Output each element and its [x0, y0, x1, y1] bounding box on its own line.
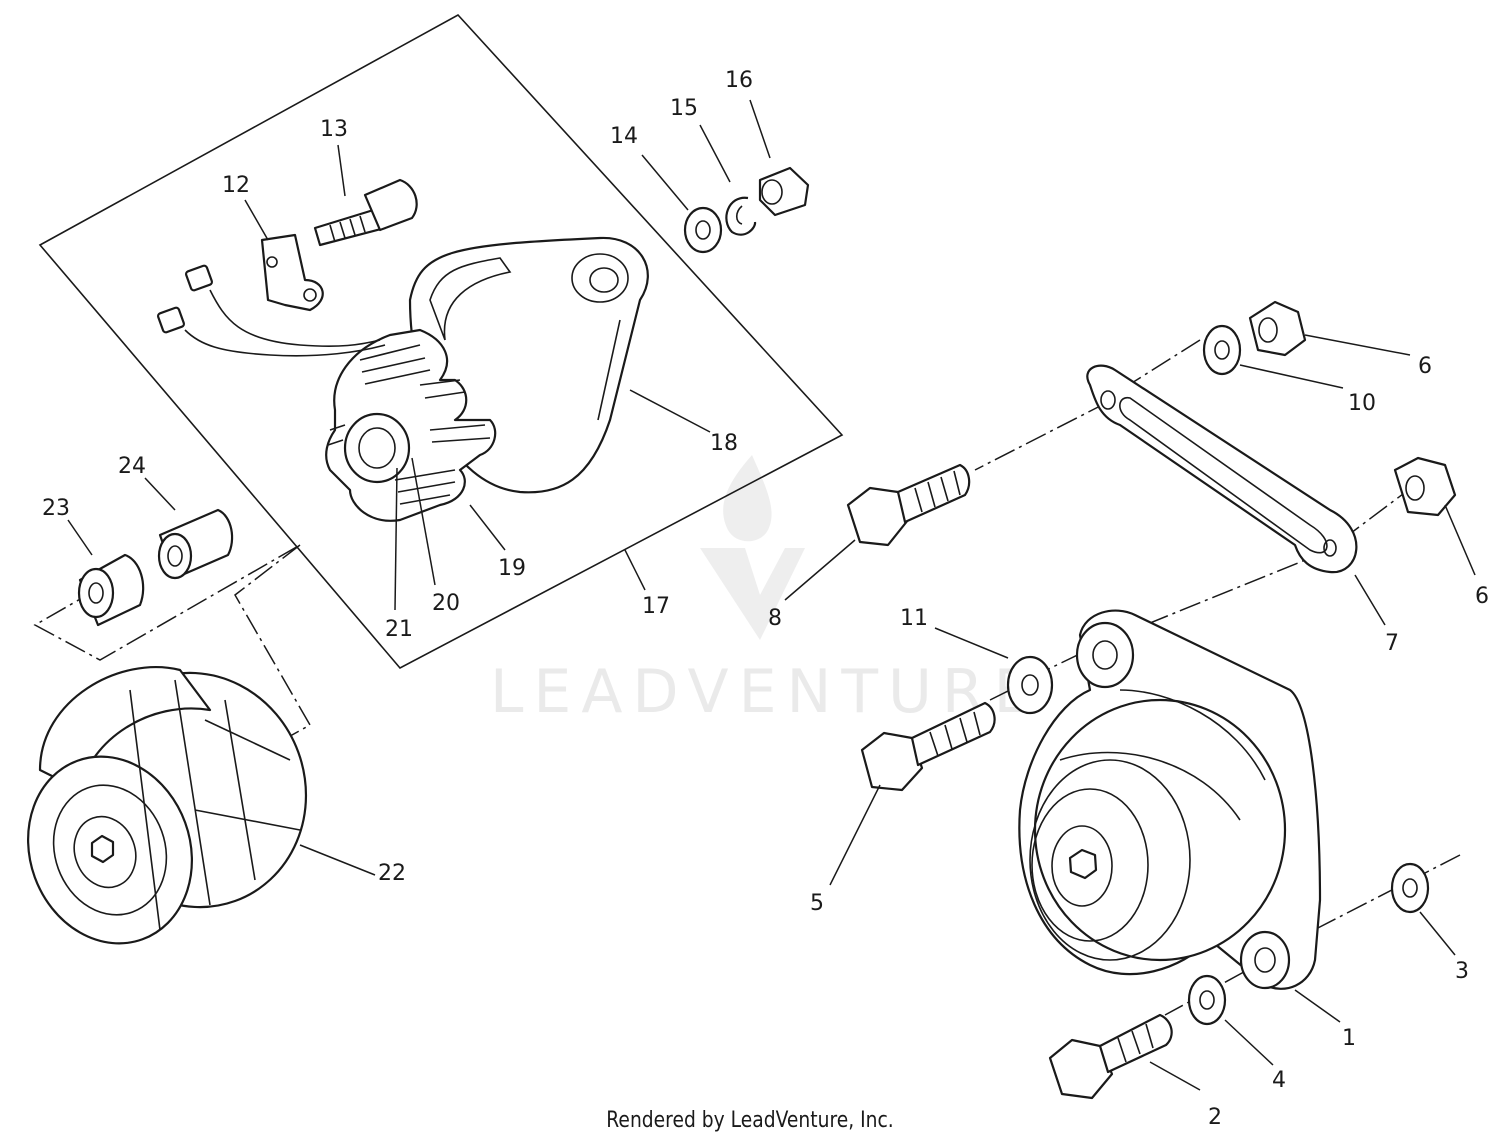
- callout-6-right: 6: [1475, 584, 1489, 609]
- callout-16: 16: [725, 68, 753, 93]
- callout-11: 11: [900, 606, 928, 631]
- alternator-1: [1018, 609, 1322, 990]
- leader-lines: [67, 99, 1476, 1091]
- bolt-5: [860, 701, 996, 792]
- callout-20: 20: [432, 591, 460, 616]
- callout-14: 14: [610, 124, 638, 149]
- sleeve-24: [157, 508, 234, 580]
- callouts: 1 2 3 4 5 6 6 7 8 10 11 12 13 14 15 16 1…: [42, 68, 1489, 1130]
- assembly-17-box: [38, 13, 844, 670]
- nut-6-right: [1393, 456, 1457, 517]
- callout-24: 24: [118, 454, 146, 479]
- callout-19: 19: [498, 556, 526, 581]
- callout-13: 13: [320, 117, 348, 142]
- callout-21: 21: [385, 617, 413, 642]
- callout-5: 5: [810, 891, 824, 916]
- rotor-22: [27, 666, 308, 945]
- stator-wires: [156, 264, 386, 357]
- callout-18: 18: [710, 431, 738, 456]
- stator-19: [325, 328, 497, 522]
- lock-washer-15: [725, 196, 757, 236]
- washer-3: [1390, 862, 1430, 914]
- washer-11: [1006, 655, 1054, 715]
- callout-4: 4: [1272, 1068, 1286, 1093]
- callout-15: 15: [670, 96, 698, 121]
- washer-14: [683, 206, 723, 254]
- callout-3: 3: [1455, 959, 1469, 984]
- callout-17: 17: [642, 594, 670, 619]
- callout-8: 8: [768, 606, 782, 631]
- nut-16: [758, 166, 810, 217]
- clamp-12: [260, 233, 324, 312]
- screw-13: [313, 178, 418, 247]
- bracket-7: [1086, 364, 1358, 574]
- callout-7: 7: [1385, 631, 1399, 656]
- bolt-8: [846, 463, 971, 547]
- callout-6-top: 6: [1418, 354, 1432, 379]
- callout-23: 23: [42, 496, 70, 521]
- callout-10: 10: [1348, 391, 1376, 416]
- watermark-text: LEADVENTURE: [490, 657, 1042, 727]
- callout-22: 22: [378, 861, 406, 886]
- callout-12: 12: [222, 173, 250, 198]
- footer-credit: Rendered by LeadVenture, Inc.: [606, 1108, 894, 1133]
- washer-4: [1187, 974, 1227, 1026]
- watermark-flame-icon: [723, 455, 772, 542]
- watermark-v-logo-icon: [700, 548, 805, 640]
- washer-10: [1202, 324, 1242, 376]
- callout-2: 2: [1208, 1105, 1222, 1130]
- watermark: LEADVENTURE: [490, 455, 1042, 727]
- nut-6-top: [1248, 300, 1307, 357]
- spacer-23: [77, 553, 145, 627]
- bolt-2: [1048, 1013, 1173, 1100]
- callout-1: 1: [1342, 1026, 1356, 1051]
